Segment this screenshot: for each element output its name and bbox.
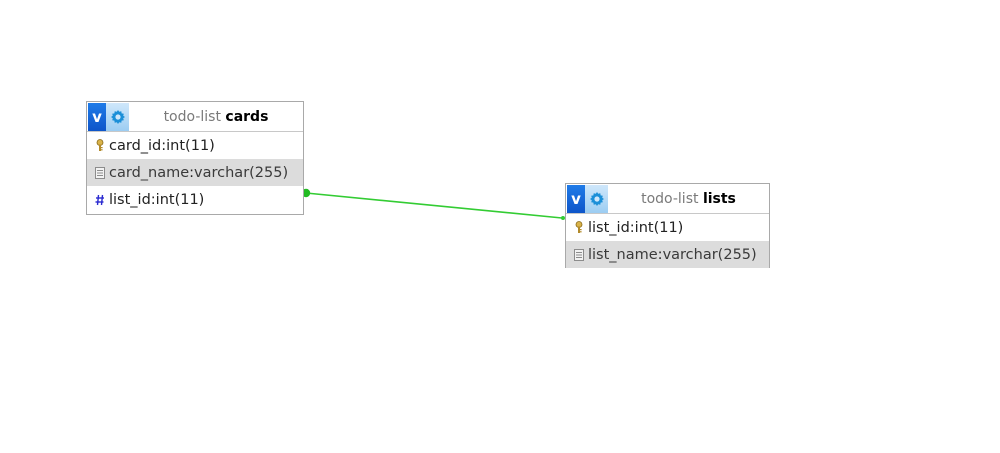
- column-type: varchar(255): [194, 164, 289, 181]
- column-separator: :: [161, 137, 167, 154]
- schema-name: todo-list: [163, 108, 221, 125]
- table-title: todo-list cards: [129, 109, 303, 125]
- column-type: int(11): [634, 219, 684, 236]
- toggle-columns-icon[interactable]: v: [567, 184, 585, 213]
- column-name: list_name: [588, 246, 658, 263]
- index-hash-icon: [93, 194, 107, 206]
- table-name: lists: [702, 190, 736, 207]
- column-separator: :: [150, 191, 156, 208]
- column-row[interactable]: list_id : int(11): [87, 186, 303, 213]
- column-icon: [93, 166, 107, 179]
- gear-icon[interactable]: [106, 102, 129, 131]
- column-type: varchar(255): [662, 246, 757, 263]
- column-type: int(11): [166, 137, 215, 154]
- column-separator: :: [629, 219, 635, 236]
- toggle-columns-icon[interactable]: v: [88, 102, 106, 131]
- column-separator: :: [189, 164, 195, 181]
- column-type: int(11): [155, 191, 205, 208]
- table-cards[interactable]: v todo-list cards card_: [86, 101, 304, 215]
- gear-icon[interactable]: [585, 184, 608, 213]
- schema-name: todo-list: [641, 190, 699, 207]
- column-row[interactable]: card_id : int(11): [87, 132, 303, 159]
- table-header[interactable]: v todo-list cards: [87, 102, 303, 132]
- table-title: todo-list lists: [608, 191, 769, 207]
- column-row[interactable]: list_id : int(11): [566, 214, 769, 241]
- primary-key-icon: [572, 221, 586, 234]
- column-name: card_id: [109, 137, 162, 154]
- column-separator: :: [657, 246, 663, 263]
- relation-end-dot: [561, 216, 565, 220]
- primary-key-icon: [93, 139, 107, 152]
- column-icon: [572, 248, 586, 261]
- table-lists[interactable]: v todo-list lists list_: [565, 183, 770, 268]
- column-name: list_id: [109, 191, 151, 208]
- column-row[interactable]: card_name : varchar(255): [87, 159, 303, 186]
- table-name: cards: [225, 108, 269, 125]
- column-name: list_id: [588, 219, 630, 236]
- column-name: card_name: [109, 164, 190, 181]
- table-header[interactable]: v todo-list lists: [566, 184, 769, 214]
- column-row[interactable]: list_name : varchar(255): [566, 241, 769, 268]
